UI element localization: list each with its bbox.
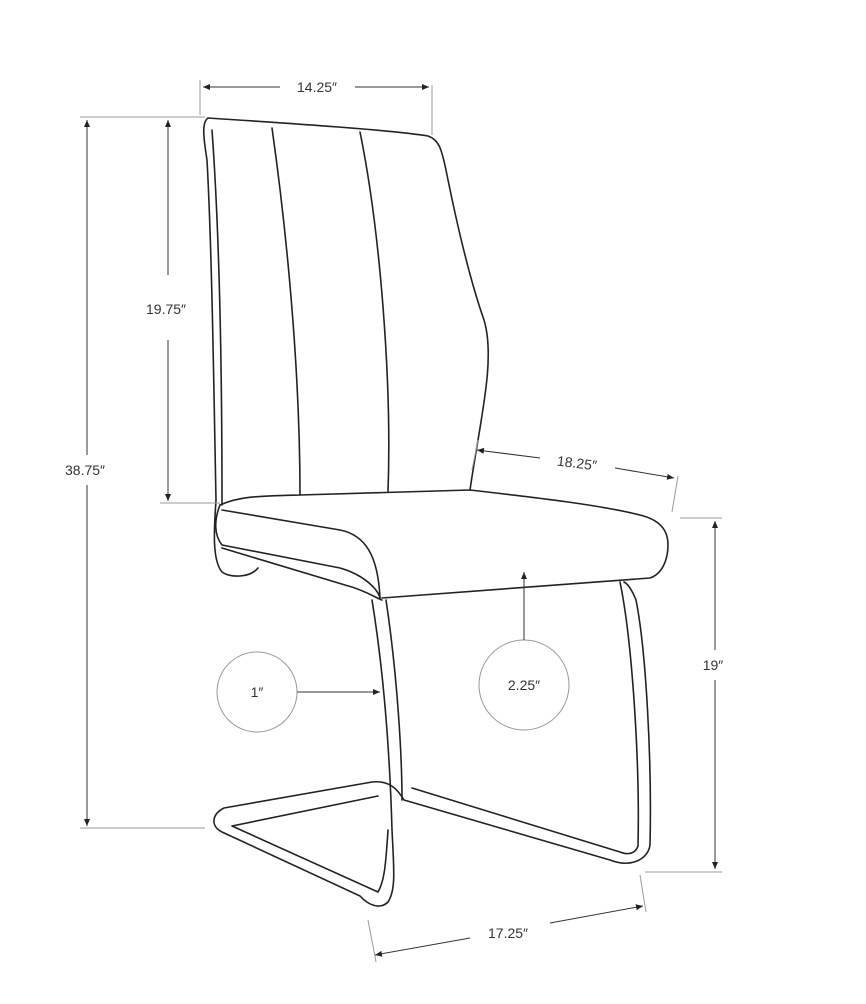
label-seat-thickness: 2.25″ xyxy=(508,677,540,693)
label-base-depth: 17.25″ xyxy=(488,925,528,941)
chair-frame xyxy=(213,581,652,907)
label-seat-depth: 18.25″ xyxy=(556,453,598,474)
callout-frame-thickness: 1″ xyxy=(216,651,380,733)
dim-overall-height: 38.75″ xyxy=(65,116,205,829)
label-frame-thickness: 1″ xyxy=(251,684,264,700)
label-back-width: 14.25″ xyxy=(297,79,337,95)
label-overall-height: 38.75″ xyxy=(65,462,105,478)
dim-back-height: 19.75″ xyxy=(146,120,220,504)
chair-backrest xyxy=(202,117,490,577)
label-back-height: 19.75″ xyxy=(146,301,186,317)
dim-seat-depth: 18.25″ xyxy=(471,439,679,513)
dim-base-depth: 17.25″ xyxy=(367,874,647,963)
callout-seat-thickness: 2.25″ xyxy=(478,572,570,731)
dim-back-width: 14.25″ xyxy=(199,79,433,135)
dim-seat-height: 19″ xyxy=(645,517,724,873)
label-seat-height: 19″ xyxy=(703,657,724,673)
chair-seat xyxy=(214,489,669,601)
